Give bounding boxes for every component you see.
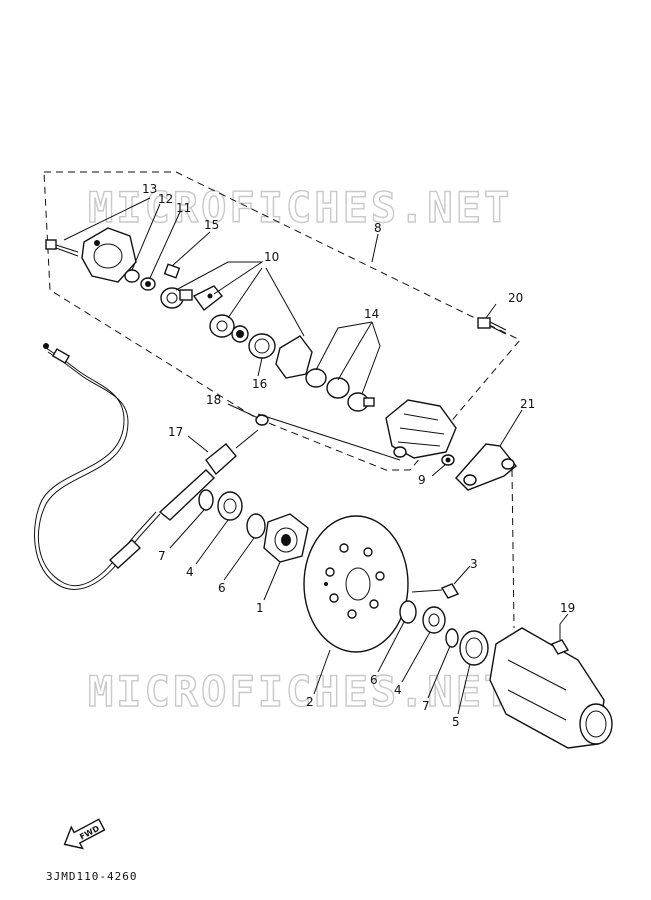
part-14-seal-b[interactable]: [326, 377, 350, 399]
diagram-code: 3JMD110-4260: [46, 870, 137, 883]
part-12-ring[interactable]: [124, 269, 140, 283]
callout-3: 3: [470, 557, 478, 571]
part-2-brake-disc[interactable]: [303, 515, 409, 653]
part-hub-housing[interactable]: [489, 627, 613, 749]
part-3-bolt[interactable]: [411, 583, 460, 599]
callout-5: 5: [452, 715, 460, 729]
part-13-bolt[interactable]: [45, 239, 79, 257]
callout-15: 15: [204, 218, 219, 232]
callout-2: 2: [306, 695, 314, 709]
callout-20: 20: [508, 291, 523, 305]
callout-21: 21: [520, 397, 535, 411]
part-17-adjuster[interactable]: [158, 429, 259, 521]
fwd-arrow-icon: FWD: [63, 818, 106, 850]
callout-4-left: 4: [186, 565, 194, 579]
part-gasket[interactable]: [275, 335, 313, 379]
part-15-pin[interactable]: [163, 263, 181, 279]
watermark-top: MICROFICHES.NET: [88, 183, 512, 232]
callout-6-right: 6: [370, 673, 378, 687]
part-14-seal-a[interactable]: [305, 368, 327, 388]
callout-7-right: 7: [422, 699, 430, 713]
callout-17: 17: [168, 425, 183, 439]
callout-4-right: 4: [394, 683, 402, 697]
part-7-ring-right[interactable]: [445, 628, 459, 648]
part-11-washer[interactable]: [140, 277, 156, 291]
callout-19: 19: [560, 601, 575, 615]
part-cable[interactable]: [34, 343, 161, 590]
part-6-ring-right[interactable]: [399, 600, 417, 624]
callout-16: 16: [252, 377, 267, 391]
part-19-bolt[interactable]: [550, 624, 570, 655]
callout-12: 12: [158, 192, 173, 206]
part-20-bolt[interactable]: [477, 317, 507, 335]
watermark-bottom: MICROFICHES.NET: [88, 667, 512, 716]
part-10-lever[interactable]: [192, 285, 223, 312]
part-5-oil-seal[interactable]: [459, 630, 489, 666]
part-10-cam[interactable]: [209, 314, 235, 338]
part-10-shaft[interactable]: [160, 287, 193, 309]
part-10-spring[interactable]: [231, 325, 249, 343]
part-9-nut[interactable]: [441, 454, 455, 466]
part-4-seal-right[interactable]: [422, 606, 446, 634]
part-caliper-body[interactable]: [385, 399, 457, 459]
leader-lines: [63, 197, 569, 715]
callout-6-left: 6: [218, 581, 226, 595]
part-6-ring-left[interactable]: [246, 513, 266, 539]
part-14-piston[interactable]: [347, 392, 375, 412]
callout-7-left: 7: [158, 549, 166, 563]
part-4-seal-left[interactable]: [217, 491, 243, 521]
caliper-assembly-outline: [43, 171, 521, 471]
callout-13: 13: [142, 182, 157, 196]
callout-1: 1: [256, 601, 264, 615]
callout-11: 11: [176, 201, 191, 215]
part-16-piston[interactable]: [248, 333, 276, 359]
part-21-bracket[interactable]: [455, 443, 517, 491]
callout-9: 9: [418, 473, 426, 487]
callout-8: 8: [374, 221, 382, 235]
part-1-hub[interactable]: [263, 513, 309, 563]
callout-18: 18: [206, 393, 221, 407]
callout-10: 10: [264, 250, 279, 264]
part-7-ring-left[interactable]: [198, 489, 214, 511]
callout-14: 14: [364, 307, 379, 321]
